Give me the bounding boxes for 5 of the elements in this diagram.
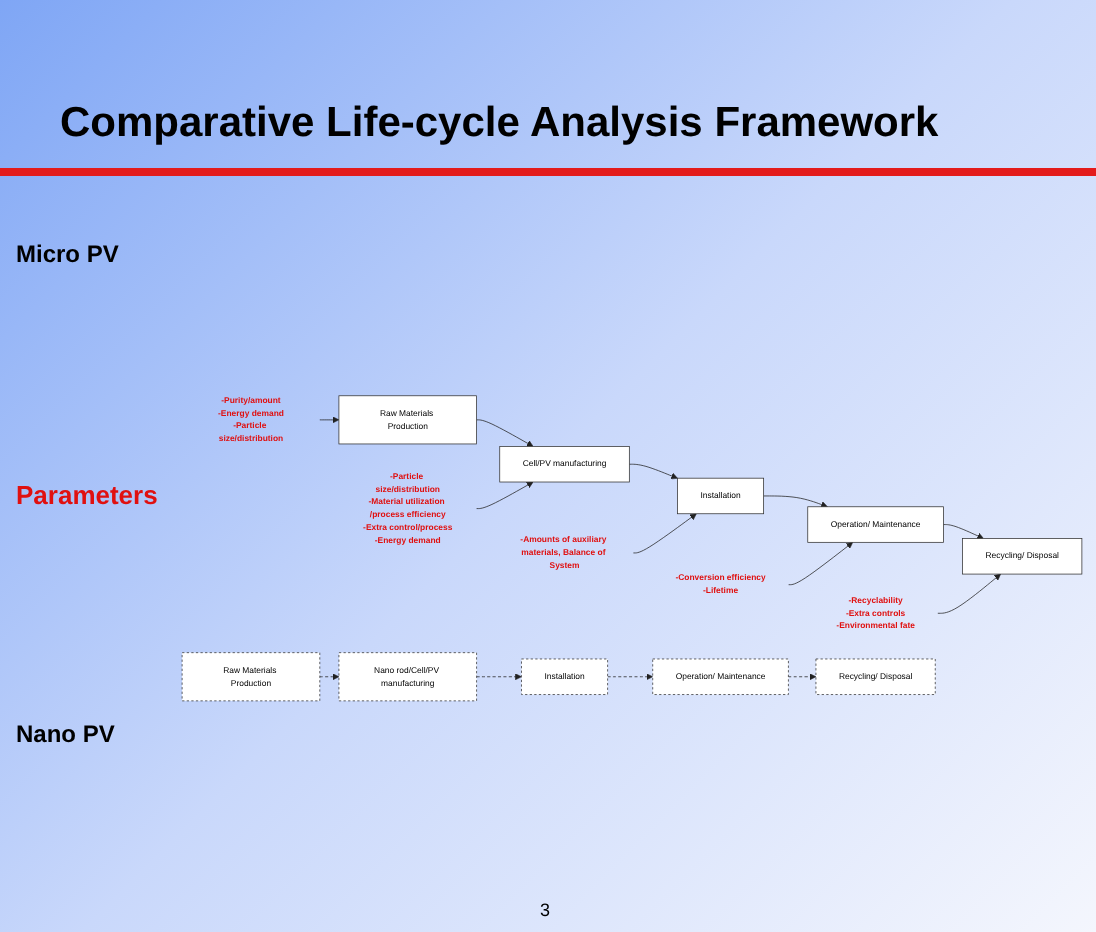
row-label: Parameters — [16, 480, 158, 510]
slide-title: Comparative Life-cycle Analysis Framework — [60, 100, 939, 148]
page-number: 3 — [540, 900, 551, 920]
row-label: Micro PV — [16, 240, 119, 268]
row-label: Nano PV — [16, 720, 115, 748]
